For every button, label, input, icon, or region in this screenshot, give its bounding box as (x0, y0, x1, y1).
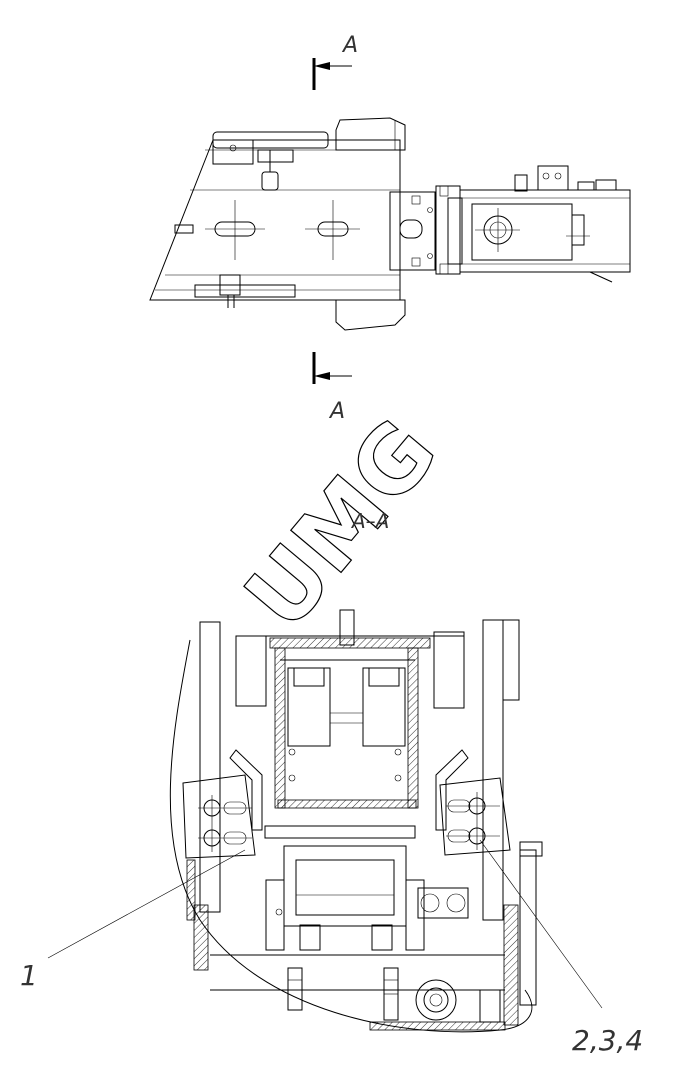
slot-middle (305, 200, 360, 260)
section-arrow-icon (314, 372, 330, 380)
callout-2-3-4: 2,3,4 (479, 839, 643, 1057)
callout-1: 1 (20, 849, 246, 992)
section-letter-top: A (341, 33, 358, 58)
callout-2-3-4-label: 2,3,4 (572, 1024, 643, 1057)
watermark: UMG (225, 400, 459, 650)
slot-left (205, 200, 265, 260)
section-arrow-icon (314, 62, 330, 70)
plan-view (149, 117, 631, 331)
section-marker-bottom: A (312, 352, 352, 424)
watermark-text: UMG (225, 400, 457, 649)
section-view-label: A–A (350, 509, 389, 533)
callout-1-label: 1 (20, 959, 38, 992)
section-view (169, 609, 543, 1033)
section-letter-bottom: A (328, 399, 345, 424)
section-marker-top: A (312, 33, 358, 90)
